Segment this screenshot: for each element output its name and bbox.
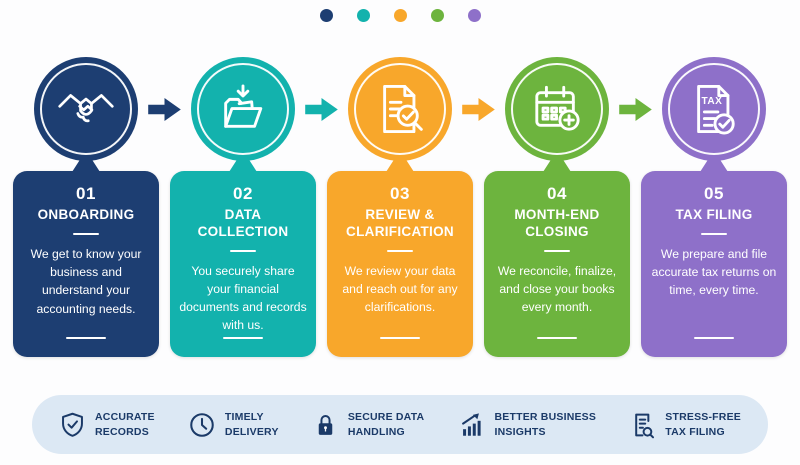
step-circle-3: [348, 57, 452, 161]
benefit-label: SECURE DATA HANDLING: [347, 410, 425, 438]
calendar-add-icon: [535, 85, 580, 131]
svg-text:TAX: TAX: [702, 96, 723, 107]
lock-icon: [318, 414, 333, 435]
title-divider: [544, 249, 570, 253]
shield-check-icon: [62, 412, 83, 437]
growth-chart-icon: [462, 412, 482, 436]
step-circle-2: [191, 57, 295, 161]
step-title: ONBOARDING: [37, 207, 135, 222]
document-search-icon: [635, 413, 655, 438]
step-review-clarification: 03 REVIEW & CLARIFICATION We review your…: [327, 57, 473, 357]
step-connector: [700, 159, 728, 172]
step-number: 05: [704, 184, 724, 203]
step-month-end-closing: 04 MONTH-END CLOSING We reconcile, final…: [484, 57, 630, 357]
step-title: DATA COLLECTION: [197, 207, 289, 239]
step-connector: [543, 159, 571, 172]
benefit-label: STRESS-FREE TAX FILING: [665, 410, 741, 438]
step-circle-5: TAX: [662, 57, 766, 161]
benefit-secure-data: SECURE DATA HANDLING: [312, 410, 424, 439]
title-divider: [73, 232, 99, 236]
step-circle-1: [34, 57, 138, 161]
step-description: You securely share your financial docume…: [179, 264, 307, 333]
step-title: REVIEW & CLARIFICATION: [346, 207, 454, 239]
step-title: MONTH-END CLOSING: [514, 207, 600, 239]
step-number: 03: [390, 184, 410, 203]
step-data-collection: 02 DATA COLLECTION You securely share yo…: [170, 57, 316, 357]
step-description: We get to know your business and underst…: [30, 247, 142, 316]
progress-dot-2: [356, 9, 370, 22]
benefit-timely-delivery: TIMELY DELIVERY: [188, 410, 279, 439]
arrow-right-icon: [619, 98, 652, 121]
benefit-label: TIMELY DELIVERY: [224, 410, 279, 438]
title-divider: [701, 232, 727, 236]
progress-dot-1: [319, 9, 333, 22]
step-title: TAX FILING: [675, 207, 753, 222]
progress-dots: [0, 0, 800, 22]
document-review-check-icon: [383, 84, 423, 134]
tax-document-check-icon: TAX: [697, 84, 735, 135]
bottom-divider: [380, 336, 420, 339]
progress-dot-4: [430, 9, 444, 22]
benefit-business-insights: BETTER BUSINESS INSIGHTS: [457, 410, 596, 439]
step-card-4: 04 MONTH-END CLOSING We reconcile, final…: [484, 171, 630, 357]
folder-download-icon: [224, 84, 263, 128]
step-circle-4: [505, 57, 609, 161]
title-divider: [230, 249, 256, 253]
handshake-icon: [58, 94, 114, 123]
benefit-stress-free-tax: STRESS-FREE TAX FILING: [629, 410, 741, 439]
step-card-5: 05 TAX FILING We prepare and file accura…: [641, 171, 787, 357]
step-card-1: 01 ONBOARDING We get to know your busine…: [13, 171, 159, 357]
bottom-divider: [694, 336, 734, 339]
step-number: 01: [76, 184, 96, 203]
step-description: We review your data and reach out for an…: [342, 264, 458, 315]
arrow-right-icon: [148, 98, 181, 121]
step-connector: [386, 159, 414, 172]
step-description: We reconcile, finalize, and close your b…: [497, 264, 617, 315]
bottom-divider: [223, 336, 263, 339]
step-number: 02: [233, 184, 253, 203]
benefit-accurate-records: ACCURATE RECORDS: [59, 410, 155, 439]
step-card-3: 03 REVIEW & CLARIFICATION We review your…: [327, 171, 473, 357]
bottom-divider: [66, 336, 106, 339]
arrow-right-icon: [462, 98, 495, 121]
step-onboarding: 01 ONBOARDING We get to know your busine…: [13, 57, 159, 357]
process-steps-row: 01 ONBOARDING We get to know your busine…: [0, 57, 800, 357]
benefit-label: ACCURATE RECORDS: [95, 410, 155, 438]
benefit-label: BETTER BUSINESS INSIGHTS: [494, 410, 597, 438]
step-number: 04: [547, 184, 567, 203]
bottom-divider: [537, 336, 577, 339]
title-divider: [387, 249, 413, 253]
clock-icon: [190, 412, 214, 437]
step-connector: [72, 159, 100, 172]
step-description: We prepare and file accurate tax returns…: [651, 247, 777, 298]
step-card-2: 02 DATA COLLECTION You securely share yo…: [170, 171, 316, 357]
step-connector: [229, 159, 257, 172]
progress-dot-3: [393, 9, 407, 22]
arrow-right-icon: [305, 98, 338, 121]
benefits-bar: ACCURATE RECORDS TIMELY DELIVERY SEC: [32, 395, 768, 454]
progress-dot-5: [467, 9, 481, 22]
step-tax-filing: TAX 05 TAX FILING We prepare and file ac…: [641, 57, 787, 357]
